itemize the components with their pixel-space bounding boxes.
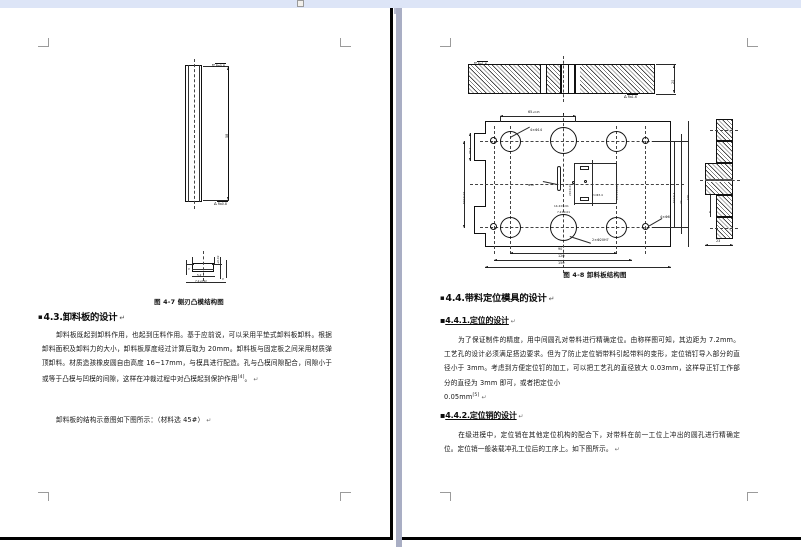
dim-side-step: 8	[708, 211, 712, 213]
viewer-top-bar	[0, 0, 801, 8]
dim-section-height: 3	[221, 278, 225, 280]
crop-mark-bottom-left	[38, 492, 49, 501]
dim-top-65: 65+0.05	[528, 110, 540, 114]
paragraph-4-3-2: 卸料板的结构示意图如下图所示：（材料选 45#） ↵	[56, 416, 212, 424]
callout-7-2: 7.2±0.01	[557, 210, 571, 214]
heading-bullet-icon: ▪	[440, 294, 445, 302]
section-subheading-4-4-2: ▪4.4.2.定位销的设计 ↵	[440, 411, 524, 420]
callout-14-4: 14.4±0.01	[554, 204, 569, 208]
surface-finish-bottom: ∆Ra0.8	[214, 201, 228, 206]
dim-right-62: 62±0.1	[672, 192, 676, 203]
crop-mark-bottom-right	[340, 492, 351, 501]
paragraph-4-4-1-2: 0.05mm[5] ↵	[444, 393, 487, 402]
paragraph-4-3-1: 卸料板既起到卸料作用，也起到压料作用。基于应前说，可以采用平垫式卸料板卸料。根据…	[42, 331, 332, 383]
surface-finish-section-left: ∇Ra1.6	[474, 61, 488, 66]
dim-left-30: 30.1	[467, 147, 472, 154]
crop-mark-top-right	[747, 38, 758, 47]
dim-section-width: 5.2	[197, 273, 202, 277]
callout-4x6: 4×Φ6	[660, 215, 670, 219]
dim-bottom-90: 90	[558, 247, 563, 251]
surface-finish-section-right: ∆Ra1.6	[624, 94, 638, 99]
page-tab-marker[interactable]	[297, 0, 304, 7]
figure-caption-4-7: 图 4-7 侧刃凸模结构图	[154, 298, 224, 306]
subheading-bullet-icon: ▪	[440, 411, 446, 420]
heading-bullet-icon: ▪	[38, 313, 43, 321]
dim-bottom-150: 150	[558, 261, 565, 265]
dim-right-100: 100	[686, 194, 690, 200]
callout-phi50: Φ50	[528, 183, 534, 187]
dim-section-bottom: 7.2+0.02	[195, 279, 207, 283]
crop-mark-bottom-right	[747, 492, 758, 501]
section-heading-4-3: ▪4.3.卸料板的设计 ↵	[38, 312, 126, 323]
crop-mark-top-left	[440, 38, 451, 47]
page-left[interactable]: 58 ∇Ra0.8 ∆Ra0.8 3 +0.02 3	[0, 8, 393, 540]
section-subheading-4-4-1: ▪4.4.1.定位的设计 ↵	[440, 316, 516, 325]
callout-25-2: 25.2±0.01	[615, 185, 619, 200]
paragraph-4-4-2-1: 在级进模中，定位销在其他定位机构的配合下，对带料在前一工位上冲出的圆孔进行精确定…	[444, 431, 740, 454]
dim-left-50: 50±0.01	[461, 191, 466, 204]
callout-2x3-4: 2×Φ3.4	[592, 193, 603, 197]
callout-4x14: 4×Φ14	[530, 128, 542, 132]
crop-mark-top-left	[38, 38, 49, 47]
page-gutter	[396, 8, 402, 547]
dim-thickness: 20	[671, 79, 675, 84]
dim-section-tol-top: +0.02	[216, 255, 220, 264]
subheading-bullet-icon: ▪	[440, 316, 446, 325]
stripper-plate-drawing: ∇Ra1.6 ∆Ra1.6 20	[402, 8, 801, 278]
callout-2x20h7: 2×Φ20H7	[592, 238, 609, 242]
figure-caption-4-8: 图 4-8 卸料板结构图	[563, 271, 627, 279]
surface-finish-top: ∇Ra0.8	[212, 63, 226, 68]
side-view-group: 8 23	[700, 113, 772, 258]
dim-bottom-120: 120	[558, 254, 565, 258]
dim-side-width: 23	[716, 239, 721, 243]
side-blade-punch-drawing: 58 ∇Ra0.8 ∆Ra0.8 3 +0.02 3	[0, 8, 390, 288]
paragraph-4-4-1-1: 为了保证制件的精度，用中间圆孔对带料进行精确定位。由称样图可知，其边距为 7.2…	[444, 336, 740, 387]
callout-20: 20±0.01	[568, 183, 572, 196]
section-heading-4-4: ▪4.4.带料定位模具的设计 ↵	[440, 293, 555, 304]
dim-height: 58	[225, 133, 229, 138]
dim-right-72: 72	[679, 200, 683, 204]
page-right[interactable]: ∇Ra1.6 ∆Ra1.6 20	[402, 8, 801, 540]
crop-mark-bottom-left	[440, 492, 451, 501]
dim-section-side: 3	[186, 268, 191, 270]
crop-mark-top-right	[340, 38, 351, 47]
